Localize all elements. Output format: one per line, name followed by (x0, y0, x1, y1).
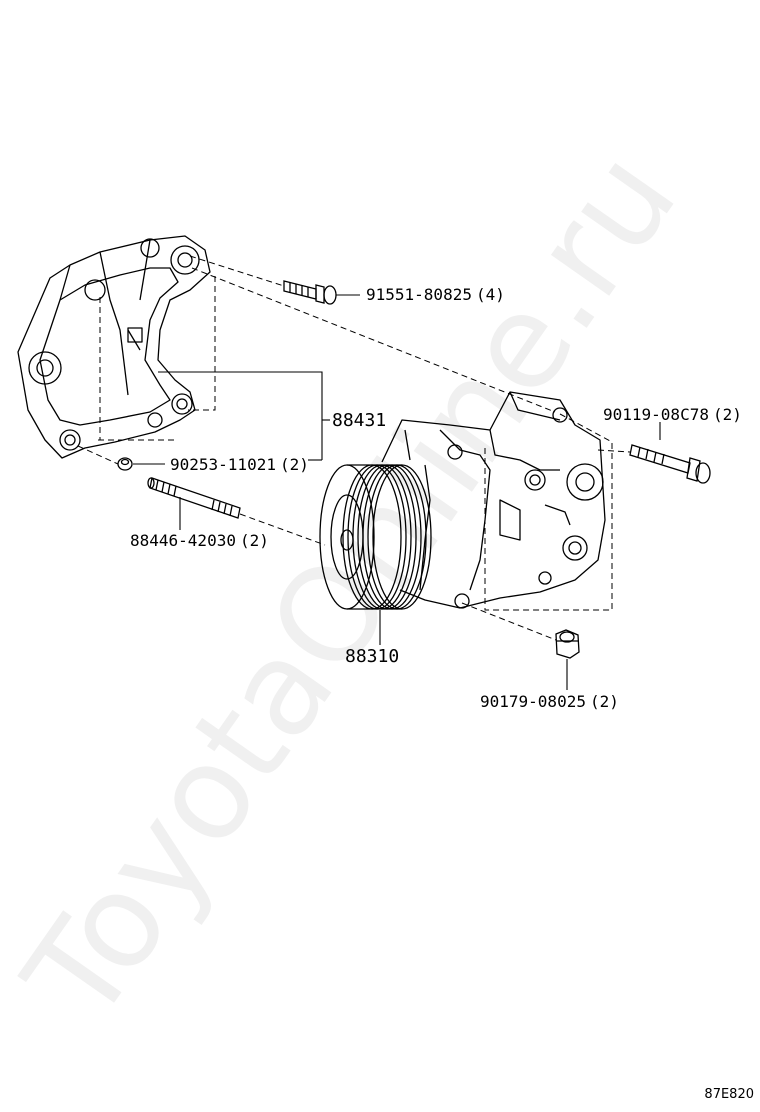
stud-bolt-88446 (147, 477, 241, 519)
diagram-code: 87E820 (704, 1087, 754, 1102)
compressor-bracket (17, 235, 211, 459)
nut-90253 (117, 457, 133, 471)
bolt-90119 (629, 444, 711, 484)
nut-90179 (555, 629, 580, 659)
callout-88446-42030: 88446-42030(2) (130, 531, 269, 550)
callout-88310: 88310 (345, 646, 399, 667)
callout-90119-08C78: 90119-08C78(2) (603, 405, 742, 424)
callout-90179-08025: 90179-08025(2) (480, 692, 619, 711)
compressor-88310 (319, 391, 606, 610)
watermark: ToyotaOnline.ru (0, 125, 706, 1049)
callout-91551-80825: 91551-80825(4) (366, 285, 505, 304)
flange-bolt-91551 (283, 280, 337, 305)
callout-88431: 88431 (332, 410, 386, 431)
assembly-lines (77, 255, 631, 641)
callout-90253-11021: 90253-11021(2) (170, 455, 309, 474)
leader-lines (133, 294, 661, 690)
